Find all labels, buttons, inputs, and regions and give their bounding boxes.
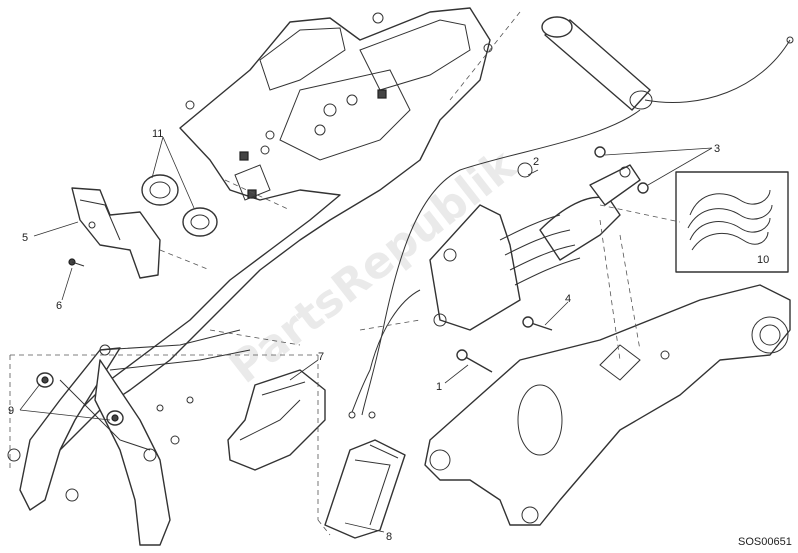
callout-3: 3 <box>714 143 720 155</box>
drawing-code: SOS00651 <box>738 536 792 548</box>
callout-6: 6 <box>56 300 62 312</box>
spring-detail <box>675 171 789 273</box>
lower-frame <box>7 329 251 546</box>
callout-1: 1 <box>436 381 442 393</box>
leader-lines <box>19 136 713 533</box>
callout-2: 2 <box>533 156 539 168</box>
callout-10: 10 <box>757 254 769 266</box>
rubber-clamps <box>141 174 218 237</box>
bolt-short <box>456 349 493 373</box>
screw-part <box>68 258 85 267</box>
swingarm <box>424 284 791 526</box>
expansion-canister <box>361 16 794 416</box>
bolts-parts <box>594 146 649 194</box>
callout-9: 9 <box>8 405 14 417</box>
reference-lines <box>9 11 681 536</box>
callout-7: 7 <box>318 351 324 363</box>
control-unit-housing <box>227 369 326 471</box>
rear-shock-absorber <box>348 162 641 419</box>
callout-5: 5 <box>22 232 28 244</box>
washer-parts <box>36 372 124 426</box>
ecu-module <box>324 439 406 539</box>
mounting-bracket <box>71 187 161 279</box>
callout-11: 11 <box>152 128 163 140</box>
bolt-long <box>522 316 553 331</box>
callout-8: 8 <box>386 531 392 543</box>
callout-labels: 1 2 3 4 5 6 7 8 9 10 11 <box>8 128 769 543</box>
callout-4: 4 <box>565 293 571 305</box>
